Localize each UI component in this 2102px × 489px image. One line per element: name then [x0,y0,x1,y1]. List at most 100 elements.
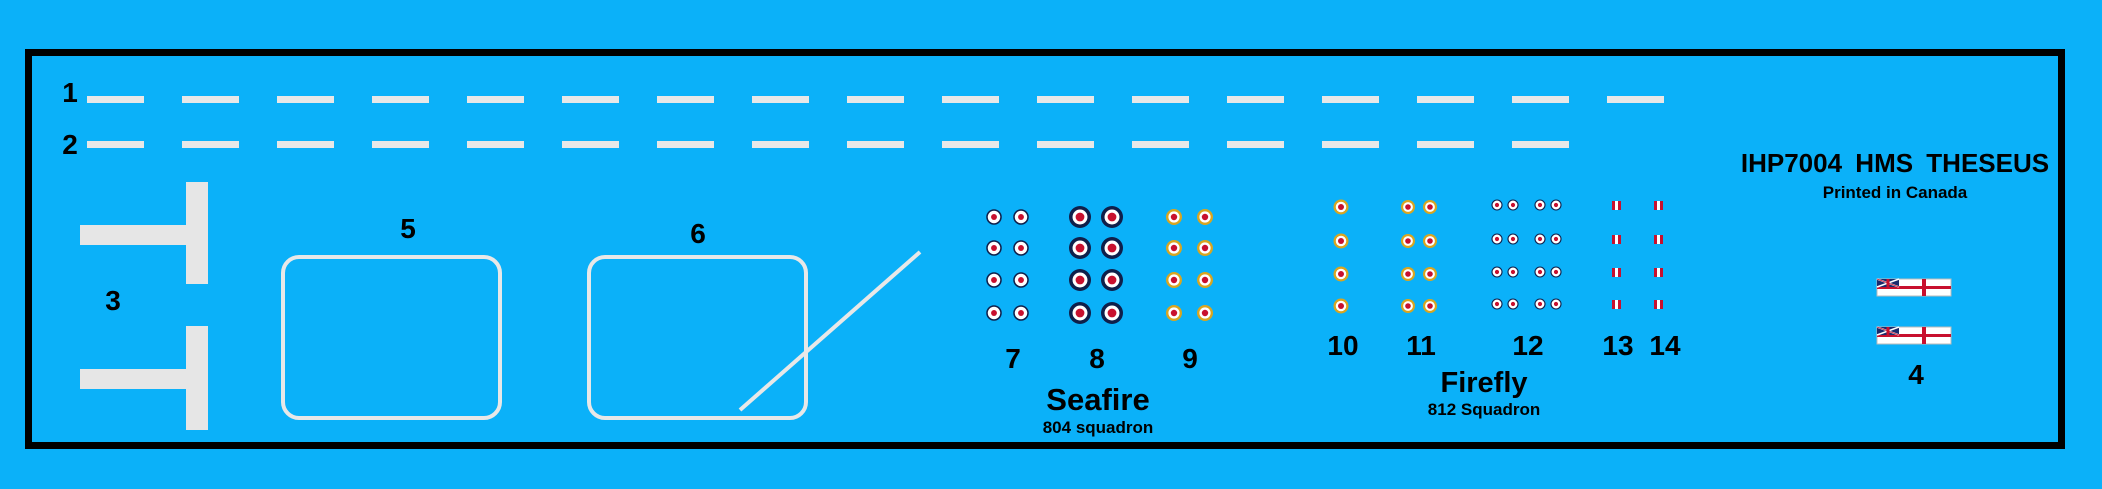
fin-flash-icon [1654,235,1657,244]
roundel-centre [1018,310,1024,316]
fin-flash-white [1615,268,1618,277]
fin-flash-red [1618,235,1621,244]
firefly-unit: 812 Squadron [1427,400,1541,419]
fin-flash-white [1657,201,1660,210]
deck-stripe-dash [562,141,619,148]
roundel-centre [1338,238,1344,244]
deck-t-marking-bottom-stem [186,326,208,430]
roundel-centre [1553,269,1559,275]
item-number-10: 10 [1327,330,1359,361]
deck-stripe-dash [657,141,714,148]
deck-stripe-dash [1037,141,1094,148]
ensign-canton-cross [1886,327,1890,335]
roundel-centre [1018,245,1024,251]
deck-stripe-dash [1417,96,1474,103]
roundel-centre [1170,213,1178,221]
fin-flash-red [1618,300,1621,309]
item-number-8: 8 [1089,343,1105,374]
deck-stripe-dash [1227,141,1284,148]
roundel-centre [991,310,997,316]
deck-stripe-dash [847,141,904,148]
roundel-centre [1553,202,1559,208]
firefly-title: Firefly [1440,367,1528,399]
fin-flash-icon [1612,300,1615,309]
deck-t-marking-top-bar [80,225,200,245]
item-number-1: 1 [62,77,78,108]
deck-stripe-dash [372,141,429,148]
roundel-centre [1018,277,1024,283]
deck-stripe-dash [467,141,524,148]
deck-stripe-dash [942,141,999,148]
fin-flash-red [1660,235,1663,244]
fin-flash-red [1618,201,1621,210]
deck-stripe-dash [657,96,714,103]
fin-flash-red [1660,201,1663,210]
deck-outline-6 [587,255,808,420]
deck-stripe-dash [752,96,809,103]
fin-flash-icon [1612,268,1615,277]
roundel-centre [1075,275,1085,285]
fin-flash-white [1615,235,1618,244]
deck-stripe-dash [467,96,524,103]
roundel-centre [1537,236,1543,242]
fin-flash-icon [1612,201,1615,210]
roundel-centre [1405,238,1411,244]
roundel-centre [1338,204,1344,210]
roundel-centre [1494,202,1500,208]
roundel-centre [1494,269,1500,275]
item-number-9: 9 [1182,343,1198,374]
deck-outline-5 [281,255,502,420]
fin-flash-icon [1654,268,1657,277]
deck-stripe-dash [847,96,904,103]
sheet-name: HMS THESEUS [1855,148,2050,178]
deck-stripe-dash [277,96,334,103]
deck-stripe-dash [1132,141,1189,148]
roundel-centre [1107,243,1117,253]
fin-flash-red [1660,268,1663,277]
roundel-centre [1537,202,1543,208]
deck-stripe-dash [372,96,429,103]
roundel-centre [1201,309,1209,317]
fin-flash-white [1615,201,1618,210]
deck-stripe-dash [562,96,619,103]
item-number-3: 3 [105,285,121,316]
item-number-2: 2 [62,129,78,160]
roundel-centre [1018,214,1024,220]
item-number-11: 11 [1406,330,1436,361]
deck-stripe-dash [752,141,809,148]
roundel-centre [1107,275,1117,285]
roundel-centre [1427,204,1433,210]
item-number-13: 13 [1602,330,1634,361]
fin-flash-white [1657,268,1660,277]
roundel-centre [1494,236,1500,242]
roundel-centre [1494,301,1500,307]
item-number-4: 4 [1908,359,1924,390]
deck-stripe-dash [1607,96,1664,103]
roundel-centre [1510,269,1516,275]
deck-stripe-dash [1322,141,1379,148]
roundel-centre [1201,244,1209,252]
roundel-centre [1427,271,1433,277]
deck-stripe-dash [1512,96,1569,103]
deck-stripe-dash [87,96,144,103]
deck-t-marking-top-stem [186,182,208,284]
deck-stripe-dash [1417,141,1474,148]
ensign-cross-v [1922,327,1926,344]
fin-flash-icon [1654,300,1657,309]
ensign-cross-h [1877,286,1951,289]
roundel-centre [1405,204,1411,210]
deck-stripe-dash [277,141,334,148]
item-number-12: 12 [1512,330,1544,361]
roundel-centre [1201,213,1209,221]
fin-flash-white [1657,235,1660,244]
roundel-centre [1170,309,1178,317]
roundel-centre [1510,301,1516,307]
fin-flash-white [1657,300,1660,309]
roundel-centre [991,214,997,220]
roundel-centre [991,277,997,283]
roundel-centre [1510,202,1516,208]
roundel-centre [991,245,997,251]
deck-stripe-dash [1132,96,1189,103]
fin-flash-red [1660,300,1663,309]
